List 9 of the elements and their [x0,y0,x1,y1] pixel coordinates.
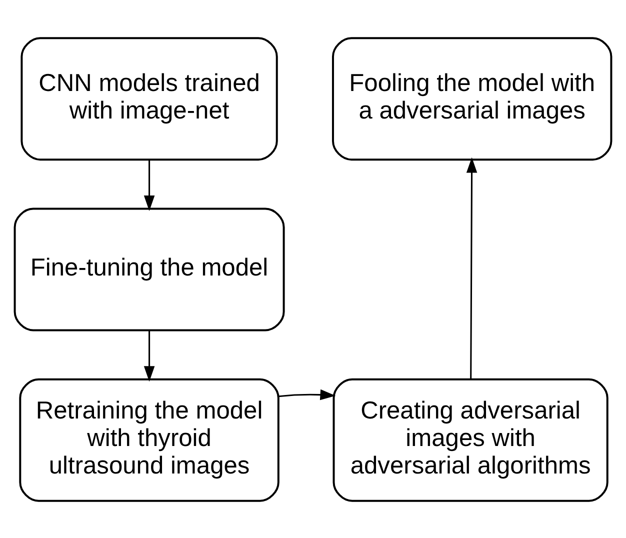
node-box: Fooling the model with a adversarial images [332,36,612,160]
arrow [278,388,336,400]
node-box: Creating adversarial images with adversarial algorithms [332,378,608,502]
arrow [466,156,478,379]
arrow [144,159,155,210]
node-box: Fine-tuning the model [14,207,285,331]
node-box: Retraining the model with thyroid ultrasound images [19,378,280,502]
arrow [144,330,155,382]
node-box: CNN models trained with image-net [20,36,278,160]
